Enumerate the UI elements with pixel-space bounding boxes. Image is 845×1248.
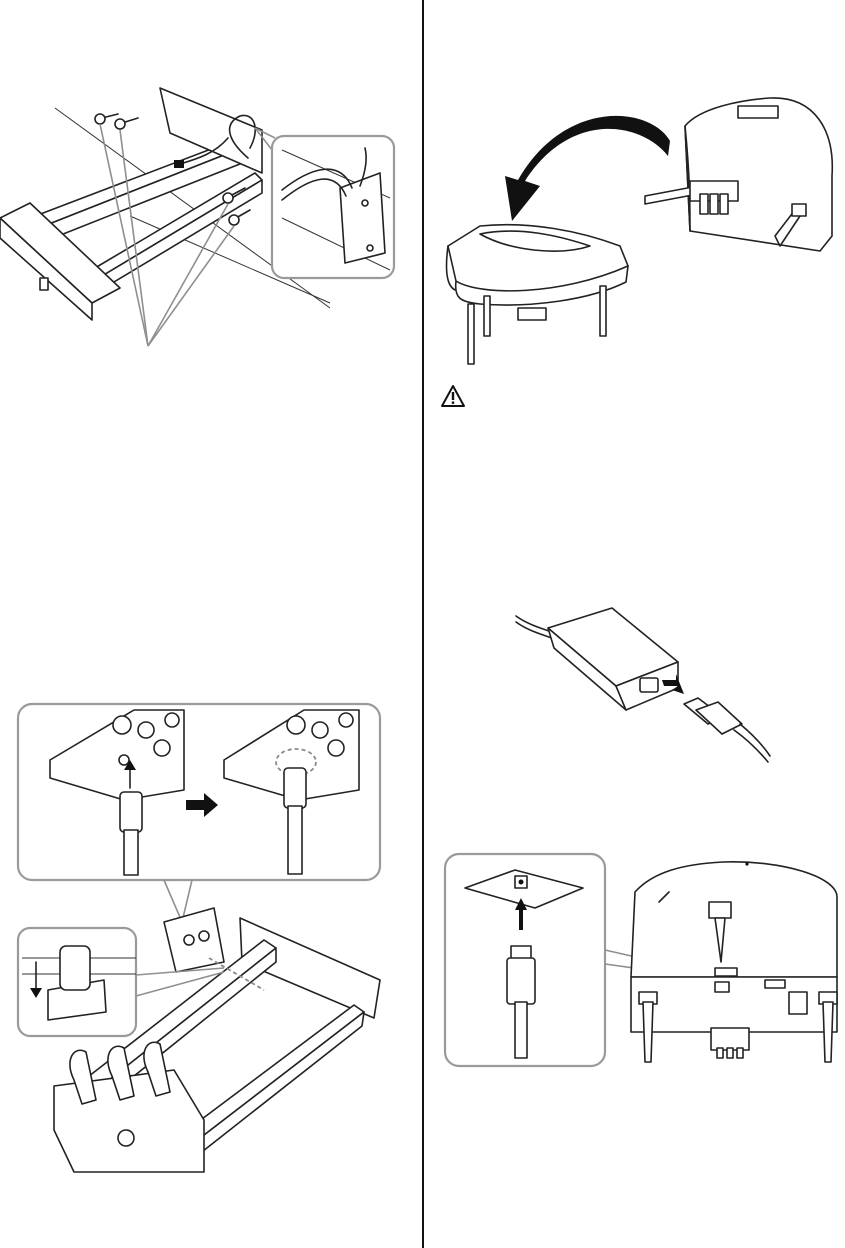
piano-back-view	[631, 862, 837, 1062]
warning-triangle-icon	[440, 384, 466, 408]
column-divider	[422, 0, 424, 1248]
screw-icon	[229, 210, 250, 225]
piano-side-view	[645, 98, 832, 251]
power-cord-plug	[684, 698, 770, 762]
piano-standing-view	[447, 225, 629, 364]
piano-tilt-upright-illustration	[440, 86, 840, 376]
pedal-unit-screws-illustration	[0, 78, 410, 358]
ac-adaptor-illustration	[512, 606, 772, 768]
dc-in-connection-illustration	[443, 852, 839, 1072]
adaptor-body	[548, 608, 678, 710]
curved-arrow-icon	[505, 116, 670, 221]
pedal-cord-connection-illustration	[14, 700, 384, 1180]
screw-icon	[115, 118, 138, 129]
